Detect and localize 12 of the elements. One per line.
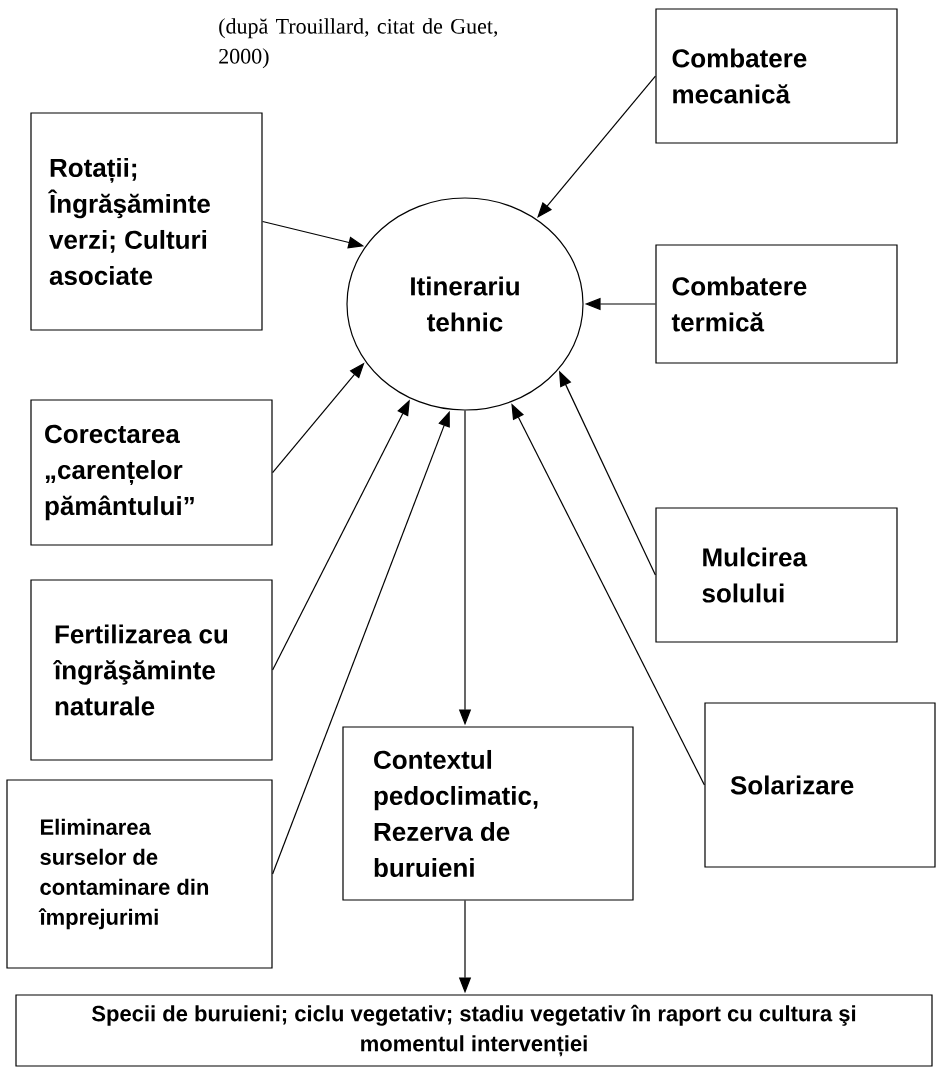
ellipse-node: Itinerariu tehnic [346,197,584,411]
text-box: Fertilizarea cu îngrăşăminte naturale [30,579,273,761]
text-box: Corectarea „carențelor pământului” [30,399,273,546]
text-box: Eliminarea surselor de contaminare din împrejurimi [6,779,273,969]
text-box: Rotații; Îngrăşăminte verzi; Culturi asociate [30,112,263,331]
text-box: Combatere mecanică [655,8,898,144]
text-box: Combatere termică [655,244,898,364]
text-box: Specii de buruieni; ciclu vegetativ; stadiu vegetativ în raport cu cultura şi momentul intervenției [15,994,933,1067]
text-box: Solarizare [704,702,936,868]
citation-text: (după Trouillard, citat de Guet, 2000) [219,18,498,69]
text-box: Contextul pedoclimatic, Rezerva de buruieni [342,726,634,901]
text-box: Mulcirea solului [655,507,898,643]
